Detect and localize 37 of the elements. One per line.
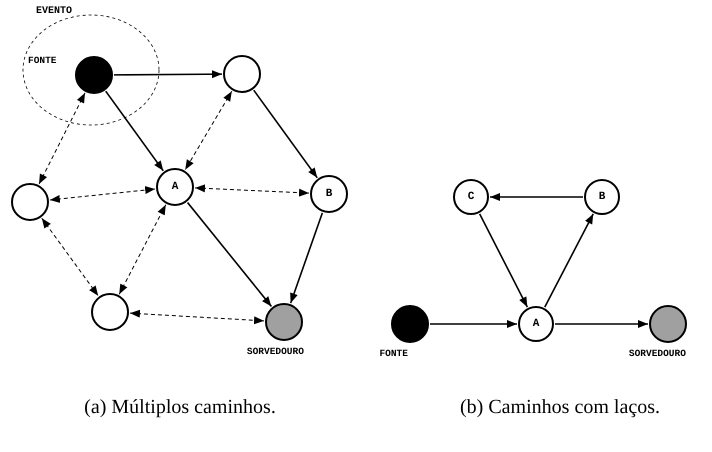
node-label: SORVEDOURO [246, 346, 304, 357]
arrow [41, 218, 99, 296]
node-circle [11, 183, 49, 221]
node-circle [649, 305, 687, 343]
region-label: EVENTO [36, 6, 72, 17]
arrow [194, 184, 310, 197]
node-circle [223, 55, 261, 93]
arrow [49, 186, 156, 203]
node-circle: A [156, 168, 194, 206]
node-circle: B [310, 175, 348, 213]
node-label: SORVEDOURO [628, 348, 686, 359]
node-label: FONTE [28, 55, 57, 66]
arrow [555, 320, 648, 328]
node-circle [391, 305, 429, 343]
arrow [114, 70, 222, 78]
node-circle: A [518, 306, 554, 342]
node-circle [265, 303, 303, 341]
node-circle [75, 56, 113, 94]
event-region [22, 6, 160, 126]
arrow [105, 90, 164, 172]
arrow [430, 320, 517, 328]
caption: (b) Caminhos com laços. [460, 396, 660, 419]
arrow [490, 193, 583, 201]
arrow [186, 202, 272, 307]
arrow [290, 212, 324, 304]
caption: (a) Múltiplos caminhos. [84, 396, 276, 419]
arrow [184, 90, 232, 170]
arrow [544, 214, 594, 308]
arrow [253, 90, 318, 178]
arrow [129, 310, 265, 324]
arrow [38, 92, 86, 185]
node-circle [91, 293, 129, 331]
arrow [478, 214, 528, 308]
node-circle: B [584, 179, 620, 215]
node-circle: C [453, 179, 489, 215]
arrow [118, 204, 166, 295]
node-label: FONTE [379, 348, 408, 359]
